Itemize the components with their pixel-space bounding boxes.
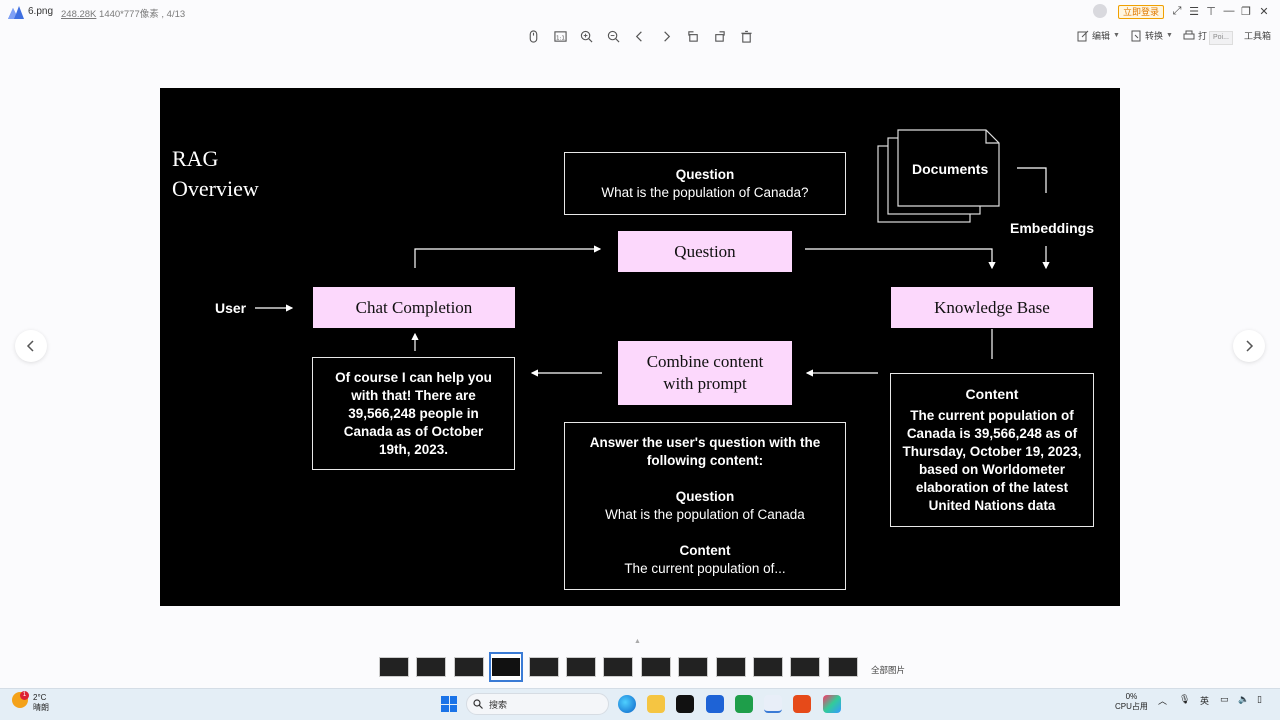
ime-language[interactable]: 英 <box>1200 696 1210 706</box>
delete-icon[interactable] <box>738 28 754 44</box>
prompt-box: Answer the user's question with the foll… <box>564 422 846 590</box>
content-box: Content The current population of Canada… <box>890 373 1094 527</box>
image-viewer-app-icon[interactable] <box>764 695 782 713</box>
zoom-out-icon[interactable] <box>605 28 621 44</box>
print-label: 打 <box>1198 31 1208 41</box>
chat-completion-box: Chat Completion <box>313 287 515 328</box>
filmstrip-thumbnail[interactable] <box>379 657 409 677</box>
app-logo-icon <box>8 6 24 19</box>
taskbar-search[interactable] <box>466 693 609 715</box>
weather-widget[interactable]: 2°C 晴朗 <box>33 693 49 713</box>
filmstrip-thumbnail[interactable] <box>827 657 858 677</box>
filmstrip-thumbnail[interactable] <box>678 657 709 677</box>
file-explorer-icon[interactable] <box>647 695 665 713</box>
slide-image: RAG Overview <box>160 88 1120 606</box>
knowledge-base-box: Knowledge Base <box>891 287 1093 328</box>
toolbox-label: 工具箱 <box>1244 31 1272 41</box>
zoom-in-icon[interactable] <box>578 28 594 44</box>
convert-caret-icon: ▼ <box>1166 32 1173 39</box>
filmstrip-collapse-icon[interactable]: ▲ <box>634 638 641 645</box>
filmstrip-thumbnail[interactable] <box>528 657 559 677</box>
battery-icon[interactable]: ▯ <box>1257 694 1262 704</box>
next-icon[interactable] <box>658 28 674 44</box>
convert-icon <box>1131 30 1141 41</box>
filmstrip-thumbnail[interactable] <box>640 657 671 677</box>
title-bar <box>0 0 1280 26</box>
toolbox-button[interactable]: 工具箱 <box>1244 29 1271 42</box>
file-size[interactable]: 248.28K <box>61 9 97 20</box>
store-app-icon[interactable] <box>706 695 724 713</box>
edit-label: 编辑 <box>1092 31 1111 41</box>
weather-temp: 2°C <box>33 693 47 702</box>
weather-desc: 晴朗 <box>33 703 49 712</box>
file-index: 4/13 <box>166 9 186 20</box>
svg-text:1:1: 1:1 <box>556 35 565 41</box>
fullscreen-icon[interactable]: ⤢ <box>1172 4 1182 17</box>
diagram-connectors <box>255 129 1050 377</box>
chevron-right-icon <box>1246 340 1254 352</box>
print-icon <box>1183 30 1195 39</box>
previous-icon[interactable] <box>631 28 647 44</box>
tooltip: Poi... <box>1209 31 1233 45</box>
documents-label: Documents <box>912 161 989 177</box>
paint-app-icon[interactable] <box>823 695 841 713</box>
edit-caret-icon: ▼ <box>1113 32 1120 39</box>
filmstrip-thumbnail[interactable] <box>603 657 634 677</box>
user-label: User <box>215 300 247 316</box>
edit-menu[interactable]: 编辑▼ <box>1077 29 1120 42</box>
menu-icon[interactable]: ☰ <box>1189 5 1199 18</box>
start-windows-icon[interactable] <box>441 696 457 712</box>
rotate-left-icon[interactable] <box>685 28 701 44</box>
filmstrip-thumbnail[interactable] <box>715 657 746 677</box>
volume-icon[interactable]: 🔈 <box>1238 694 1250 704</box>
cpu-label: CPU占用 <box>1115 702 1148 711</box>
file-dimensions: 1440*777像素 <box>99 9 159 20</box>
convert-label: 转换 <box>1145 31 1164 41</box>
pin-icon[interactable]: ⊤ <box>1206 5 1216 18</box>
file-name: 6.png <box>28 6 54 17</box>
edit-icon <box>1077 30 1089 41</box>
filmstrip-thumbnail[interactable] <box>566 657 596 677</box>
question-pill: Question <box>618 231 792 272</box>
terminal-app-icon[interactable] <box>676 695 694 713</box>
edge-browser-icon[interactable] <box>618 695 636 713</box>
cpu-usage[interactable]: 0% CPU占用 <box>1115 692 1148 712</box>
search-icon <box>473 699 483 709</box>
user-avatar-icon[interactable] <box>1093 4 1107 18</box>
file-info: 248.28K 1440*777像素 , 4/13 <box>61 9 186 20</box>
next-image-button[interactable] <box>1233 330 1265 362</box>
actual-size-icon[interactable]: 1:1 <box>552 28 568 44</box>
microphone-icon[interactable]: 🎙 <box>1179 694 1191 704</box>
tray-expand-icon[interactable]: ︿ <box>1158 696 1168 706</box>
login-button[interactable]: 立即登录 <box>1118 5 1165 19</box>
pycharm-app-icon[interactable] <box>735 695 753 713</box>
prev-image-button[interactable] <box>15 330 47 362</box>
filmstrip-thumbnail[interactable] <box>753 657 783 677</box>
all-images-link[interactable]: 全部图片 <box>871 665 906 675</box>
taskbar <box>0 688 1280 720</box>
filmstrip-thumbnail[interactable] <box>489 652 524 682</box>
convert-menu[interactable]: 转换▼ <box>1130 29 1173 42</box>
restore-icon[interactable]: ❐ <box>1241 5 1251 18</box>
minimize-icon[interactable]: — <box>1223 5 1235 17</box>
mouse-mode-icon[interactable] <box>525 28 541 44</box>
filmstrip-thumbnail[interactable] <box>416 657 447 677</box>
combine-content-box: Combine content with prompt <box>618 341 792 405</box>
office-app-icon[interactable] <box>793 695 811 713</box>
filmstrip-thumbnail[interactable] <box>790 657 821 677</box>
close-icon[interactable]: ✕ <box>1259 5 1269 18</box>
embeddings-label: Embeddings <box>1010 220 1095 236</box>
chevron-left-icon <box>26 340 34 352</box>
question-text-box: Question What is the population of Canad… <box>564 152 846 215</box>
search-label: 搜索 <box>489 700 508 710</box>
weather-badge: 1 <box>20 691 29 700</box>
answer-box: Of course I can help you with that! Ther… <box>312 357 515 470</box>
rotate-right-icon[interactable] <box>711 28 727 44</box>
cpu-value: 0% <box>1125 692 1138 701</box>
slide-title: RAG Overview <box>172 146 259 201</box>
filmstrip-thumbnail[interactable] <box>453 657 484 677</box>
print-button[interactable]: 打 <box>1183 29 1207 42</box>
network-icon[interactable]: ▭ <box>1220 694 1229 704</box>
